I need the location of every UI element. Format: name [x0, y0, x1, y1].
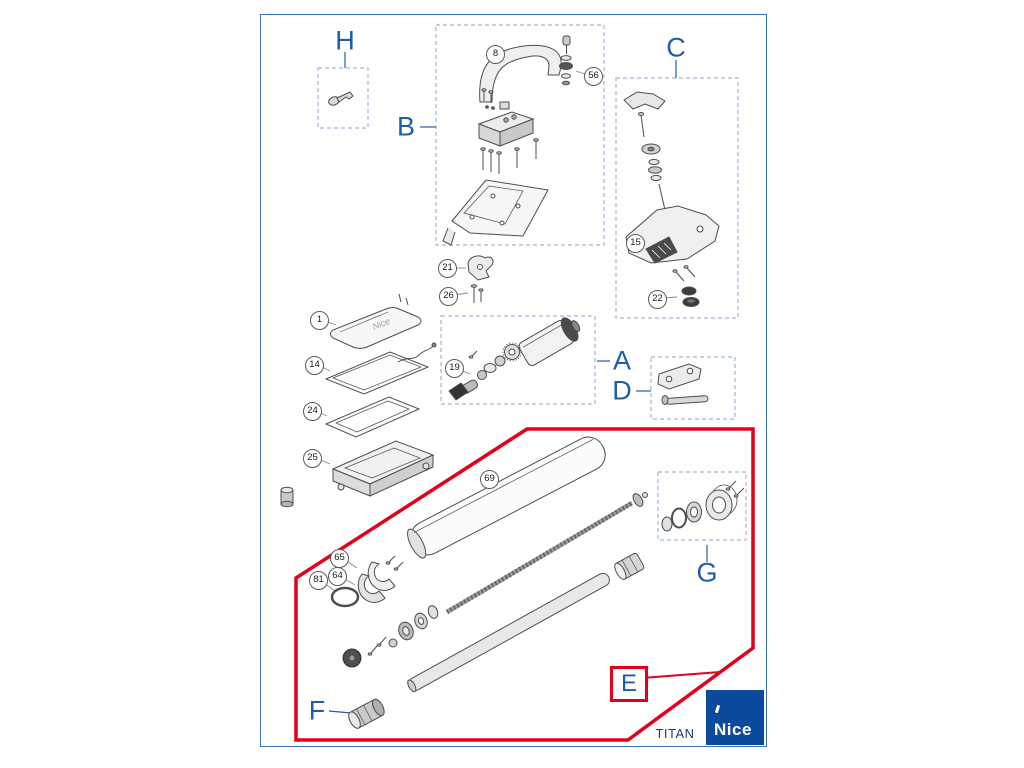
part-badge-21: 21 [438, 259, 457, 278]
outer-tube-drawing [407, 436, 606, 559]
base-plate-drawing [442, 179, 549, 246]
group-box-h [317, 67, 369, 129]
part-badge-19: 19 [445, 359, 464, 378]
parts-drawings: Nice [280, 35, 745, 729]
part-badge-22: 22 [648, 290, 667, 309]
motor-assembly-drawing [448, 317, 581, 401]
part-badge-56: 56 [584, 67, 603, 86]
group-label-c: C [666, 32, 686, 63]
group-label-d: D [612, 375, 632, 406]
dashed-group-boxes [317, 24, 747, 541]
group-box-d [650, 356, 736, 420]
lead-screw-drawing [445, 492, 648, 614]
gasket-plate-drawing [324, 342, 437, 395]
logo-text: Nice [714, 720, 752, 739]
capacitor-block-drawing [477, 101, 535, 147]
part-badge-81: 81 [309, 571, 328, 590]
frame-plate-drawing [324, 396, 421, 438]
group-box-g [657, 471, 747, 541]
group-label-f: F [308, 695, 326, 726]
washer-train-drawing [342, 605, 439, 668]
letter-leader-lines [328, 52, 708, 714]
group-label-e: E [620, 670, 637, 697]
screws-row-drawing [480, 138, 539, 174]
part-badge-15: 15 [626, 234, 645, 253]
group-e-outline [294, 427, 755, 742]
release-key-drawing [328, 91, 354, 106]
part-badge-25: 25 [303, 449, 322, 468]
group-box-a [440, 315, 596, 405]
cover-lid-drawing: Nice [330, 293, 422, 349]
part-badge-69: 69 [480, 470, 499, 489]
part-badge-24: 24 [303, 402, 322, 421]
release-lever-drawing [623, 91, 720, 307]
group-box-c [615, 77, 739, 319]
group-label-a: A [612, 345, 632, 376]
part-badge-65: 65 [330, 549, 349, 568]
bearing-set-drawing [661, 480, 745, 532]
o-ring-drawing [330, 586, 360, 608]
clamp-brackets-drawing [357, 555, 404, 603]
logo-apostrophe-mark [714, 704, 721, 714]
base-housing-drawing [331, 440, 435, 497]
screw-set-56-drawing [559, 35, 573, 86]
group-label-g: G [696, 557, 718, 588]
part-badge-1: 1 [310, 311, 329, 330]
end-bushing-drawing [348, 698, 385, 729]
model-name: TITAN [655, 726, 695, 741]
pins-26-drawing [471, 284, 484, 303]
part-badge-26: 26 [439, 287, 458, 306]
inner-rod-drawing [407, 552, 645, 693]
rear-bracket-drawing [657, 363, 709, 405]
group-label-h: H [335, 25, 355, 56]
bushing-small-drawing [280, 486, 294, 508]
part-badge-8: 8 [486, 45, 505, 64]
part-badge-64: 64 [328, 567, 347, 586]
cable-clamp-drawing [467, 255, 494, 281]
group-label-b: B [396, 111, 416, 142]
nice-logo: Nice [706, 690, 764, 745]
part-badge-14: 14 [305, 356, 324, 375]
group-box-b [435, 24, 605, 246]
group-label-e-box: E [610, 666, 648, 702]
